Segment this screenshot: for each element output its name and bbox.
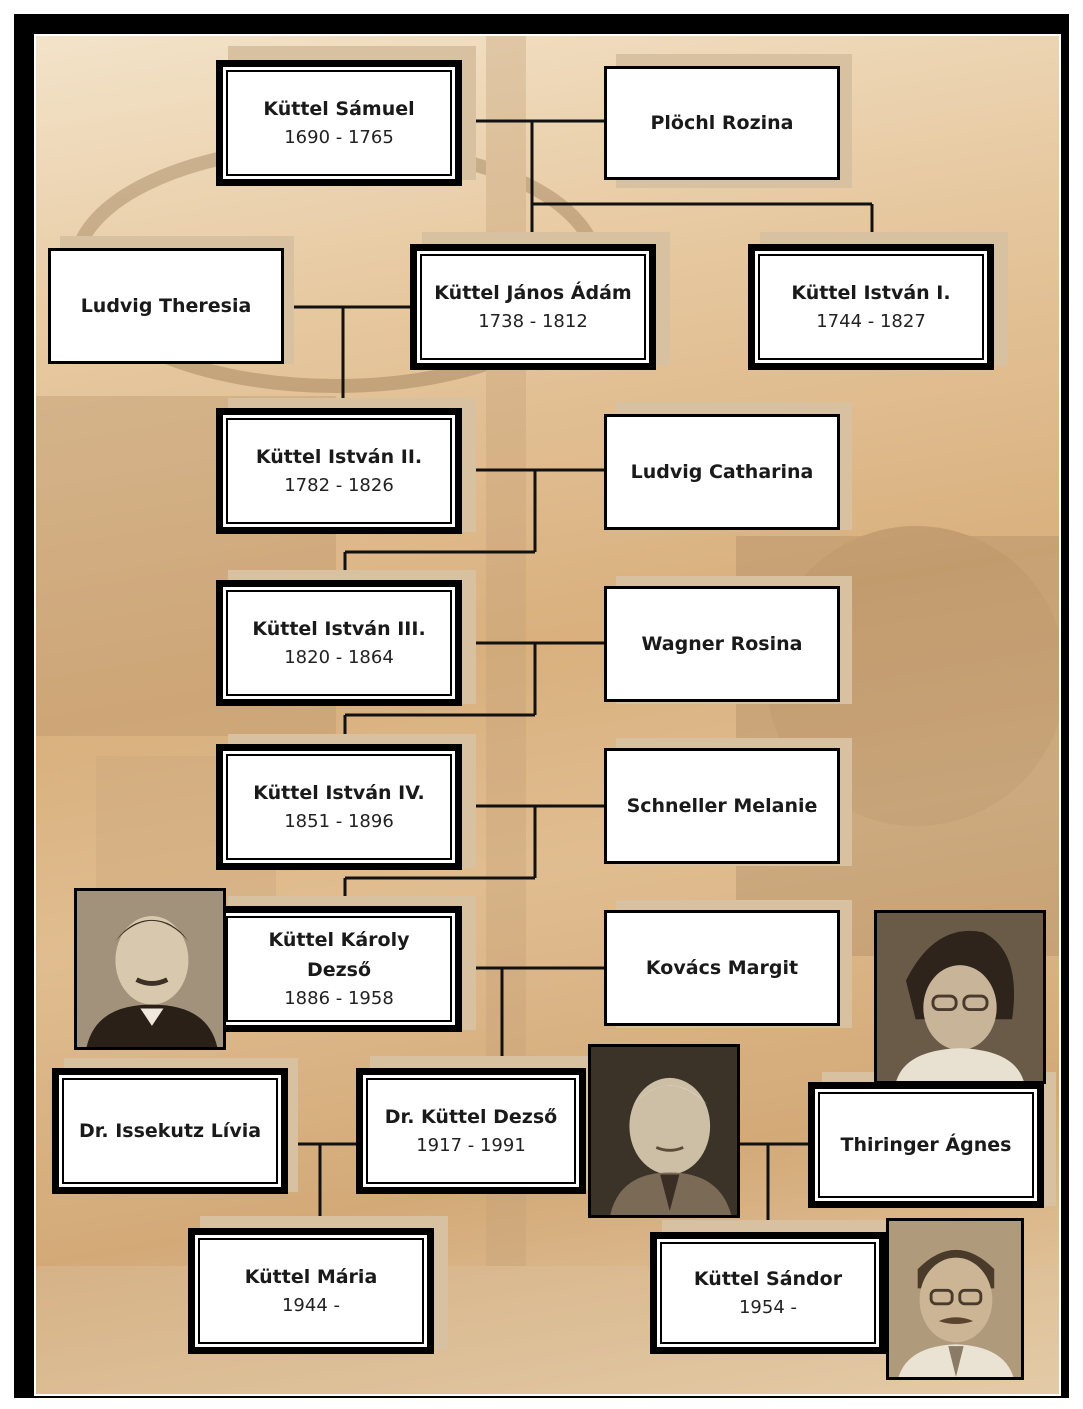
person-name: Küttel Károly Dezső (268, 929, 410, 981)
person-name: Thiringer Ágnes (840, 1134, 1012, 1156)
person-years: 1738 - 1812 (478, 311, 588, 332)
person-box-ludvig-catharina: Ludvig Catharina (604, 414, 840, 530)
portrait-photo-margit (874, 910, 1046, 1084)
person-box-kovacs-margit: Kovács Margit (604, 910, 840, 1026)
person-name: Plöchl Rozina (650, 112, 794, 134)
person-name: Küttel István IV. (253, 782, 425, 804)
person-box-kuttel-istvan-iii: Küttel István III. 1820 - 1864 (216, 580, 462, 706)
person-name: Ludvig Catharina (630, 461, 814, 483)
person-years: 1782 - 1826 (284, 475, 394, 496)
person-box-dr-kuttel-dezso: Dr. Küttel Dezső 1917 - 1991 (356, 1068, 586, 1194)
portrait-photo-sandor (886, 1218, 1024, 1380)
portrait-photo-dezso (588, 1044, 740, 1218)
person-box-kuttel-istvan-ii: Küttel István II. 1782 - 1826 (216, 408, 462, 534)
person-name: Ludvig Theresia (80, 295, 252, 317)
person-years: 1851 - 1896 (284, 811, 394, 832)
person-name: Küttel István III. (252, 618, 426, 640)
person-name: Kovács Margit (645, 957, 799, 979)
person-years: 1690 - 1765 (284, 127, 394, 148)
portrait-photo-karoly (74, 888, 226, 1050)
person-box-thiringer-agnes: Thiringer Ágnes (808, 1082, 1044, 1208)
person-name: Küttel István II. (255, 446, 423, 468)
person-box-kuttel-janos-adam: Küttel János Ádám 1738 - 1812 (410, 244, 656, 370)
person-name: Schneller Melanie (626, 795, 818, 817)
person-name: Küttel Mária (244, 1266, 378, 1288)
person-years: 1744 - 1827 (816, 311, 926, 332)
person-name: Wagner Rosina (641, 633, 803, 655)
person-box-kuttel-samuel: Küttel Sámuel 1690 - 1765 (216, 60, 462, 186)
person-name: Küttel Sámuel (263, 98, 415, 120)
person-box-dr-issekutz-livia: Dr. Issekutz Lívia (52, 1068, 288, 1194)
person-box-kuttel-karoly-dezso: Küttel Károly Dezső 1886 - 1958 (216, 906, 462, 1032)
person-name: Küttel István I. (791, 282, 951, 304)
person-years: 1944 - (281, 1295, 341, 1316)
person-box-schneller-melanie: Schneller Melanie (604, 748, 840, 864)
person-box-plochl-rozina: Plöchl Rozina (604, 66, 840, 180)
person-box-kuttel-sandor: Küttel Sándor 1954 - (650, 1232, 886, 1354)
person-years: 1886 - 1958 (284, 988, 394, 1009)
person-box-wagner-rosina: Wagner Rosina (604, 586, 840, 702)
person-name: Dr. Issekutz Lívia (78, 1120, 262, 1142)
person-box-kuttel-istvan-i: Küttel István I. 1744 - 1827 (748, 244, 994, 370)
person-box-kuttel-istvan-iv: Küttel István IV. 1851 - 1896 (216, 744, 462, 870)
person-box-ludvig-theresia: Ludvig Theresia (48, 248, 284, 364)
person-years: 1820 - 1864 (284, 647, 394, 668)
person-name: Küttel János Ádám (434, 282, 632, 304)
person-box-kuttel-maria: Küttel Mária 1944 - (188, 1228, 434, 1354)
person-name: Dr. Küttel Dezső (384, 1106, 558, 1128)
person-years: 1954 - (738, 1297, 798, 1318)
person-name: Küttel Sándor (693, 1268, 843, 1290)
person-years: 1917 - 1991 (416, 1135, 526, 1156)
